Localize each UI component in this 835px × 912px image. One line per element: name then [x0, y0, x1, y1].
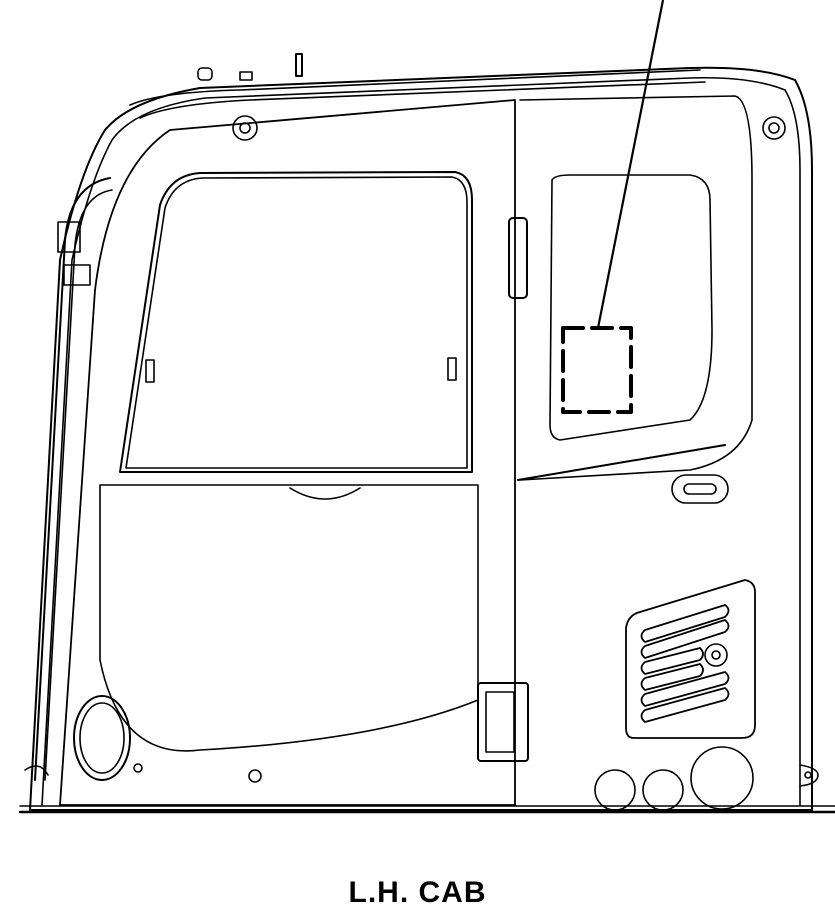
rear-panel [517, 95, 786, 504]
callout-leader-line [596, 0, 665, 330]
handrail [24, 177, 113, 781]
speaker [73, 695, 131, 781]
figure-caption: L.H. CAB [348, 876, 487, 909]
bottom-ports [594, 746, 819, 811]
cab-outline [18, 53, 835, 814]
door-window [119, 171, 473, 473]
front-door [59, 99, 516, 806]
callout-dashed-box [561, 326, 633, 414]
louver-vent [625, 579, 756, 739]
door-hinges [477, 217, 529, 762]
